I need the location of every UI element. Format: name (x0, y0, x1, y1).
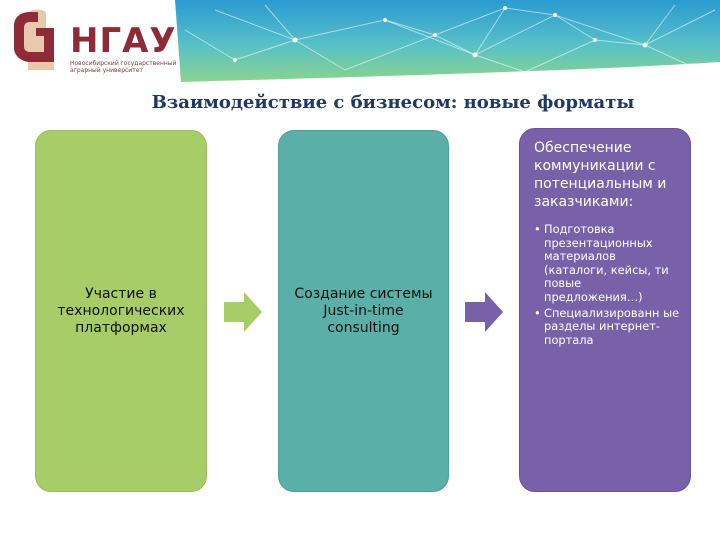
right-arrow-icon (224, 292, 262, 332)
card-customer-communication: Обеспечение коммуникации с потенциальным… (519, 128, 691, 492)
university-logo: НГАУ Новосибирский государственный аграр… (8, 6, 178, 76)
logo-subtitle: Новосибирский государственный аграрный у… (70, 60, 177, 74)
logo-wordmark: НГАУ (70, 21, 177, 61)
card-label: Создание системы Just-in-time consulting (294, 285, 433, 336)
network-banner-graphic (175, 0, 720, 82)
header-banner (175, 0, 720, 82)
card-label: Участие в технологических платформах (57, 285, 185, 336)
logo-mark-icon (14, 9, 54, 70)
card-technology-platforms: Участие в технологических платформах (35, 130, 207, 492)
right-arrow-icon (465, 292, 503, 332)
bullet-list: Подготовка презентационных материалов (к… (534, 222, 680, 348)
bullet-item: Подготовка презентационных материалов (к… (534, 222, 680, 305)
slide-title: Взаимодействие с бизнесом: новые форматы (151, 92, 635, 113)
card-title: Обеспечение коммуникации с потенциальным… (534, 140, 667, 210)
card-just-in-time-consulting: Создание системы Just-in-time consulting (278, 130, 449, 492)
bullet-item: Специализированн ые разделы интернет-пор… (534, 306, 680, 348)
